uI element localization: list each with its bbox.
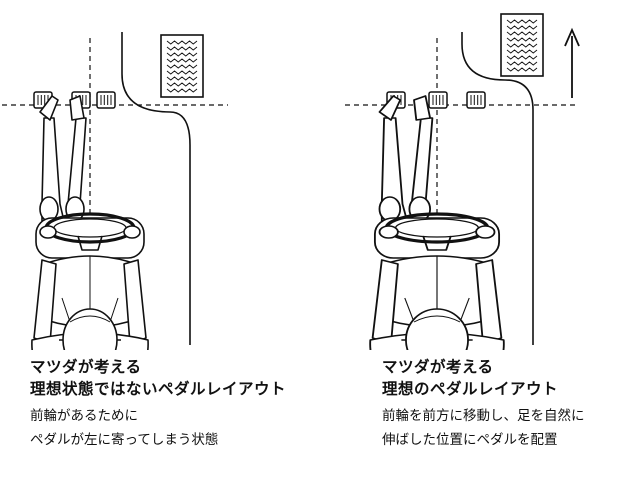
right-desc-line1: 前輪を前方に移動し、足を自然に xyxy=(382,408,585,424)
forward-arrow-icon xyxy=(564,27,580,98)
right-title-line1: マツダが考える xyxy=(382,358,494,376)
right-caption: マツダが考える 理想のペダルレイアウト 前輪を前方に移動し、足を自然に 伸ばした… xyxy=(382,356,640,452)
left-title-line2: 理想状態ではないペダルレイアウト xyxy=(30,380,287,398)
left-desc-line2: ペダルが左に寄ってしまう状態 xyxy=(30,432,219,448)
right-title-line2: 理想のペダルレイアウト xyxy=(382,380,559,398)
right-pedal-2 xyxy=(428,91,448,109)
right-front-tire xyxy=(500,13,544,77)
left-caption: マツダが考える 理想状態ではないペダルレイアウト 前輪があるために ペダルが左に… xyxy=(30,356,330,452)
pedal-layout-diagram xyxy=(2,13,580,350)
left-driver xyxy=(30,94,150,350)
left-diagram xyxy=(2,32,228,350)
left-pedal-3 xyxy=(96,91,116,109)
right-driver xyxy=(368,94,506,350)
right-diagram xyxy=(345,13,580,350)
left-desc-line1: 前輪があるために xyxy=(30,408,138,424)
right-wheel-arch xyxy=(461,32,534,345)
left-front-tire xyxy=(160,34,204,98)
right-desc-line2: 伸ばした位置にペダルを配置 xyxy=(382,432,558,448)
right-pedal-3 xyxy=(466,91,486,109)
left-wheel-arch xyxy=(121,32,191,345)
left-title-line1: マツダが考える xyxy=(30,358,142,376)
